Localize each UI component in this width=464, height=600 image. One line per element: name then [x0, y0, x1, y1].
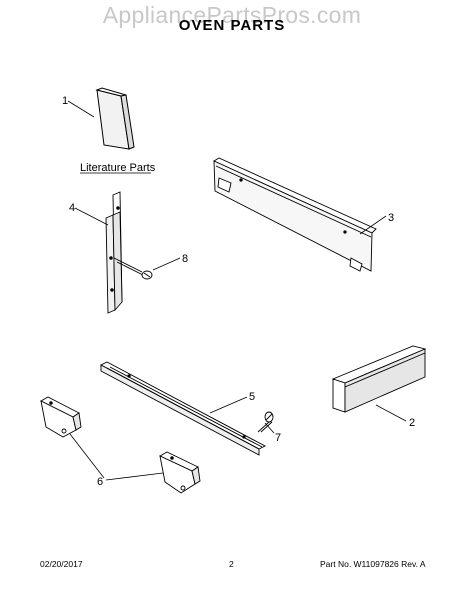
- callout-2: 2: [375, 404, 415, 429]
- part-1-literature-booklet: [95, 87, 135, 150]
- footer-page-number: 2: [229, 559, 234, 569]
- literature-parts-label: Literature Parts: [80, 162, 156, 174]
- part-5-channel: [100, 361, 266, 456]
- callout-1: 1: [62, 95, 95, 118]
- callout-5: 5: [209, 391, 255, 414]
- callout-8: 8: [152, 253, 188, 271]
- part-3-rail: [213, 157, 377, 272]
- callout-7: 7: [264, 422, 281, 444]
- svg-text:5: 5: [249, 391, 255, 403]
- part-7-screw: [257, 411, 274, 433]
- watermark: AppliancePartsPros.com: [102, 2, 362, 28]
- svg-text:4: 4: [69, 202, 75, 214]
- callout-3: 3: [359, 212, 394, 235]
- callout-4: 4: [69, 202, 109, 226]
- svg-text:8: 8: [182, 253, 188, 265]
- part-4-bracket: [105, 191, 123, 314]
- part-8-screw: [113, 257, 153, 280]
- svg-text:1: 1: [62, 95, 68, 107]
- part-6-bracket-upper: [40, 396, 82, 438]
- svg-text:3: 3: [388, 212, 394, 224]
- svg-text:6: 6: [97, 476, 103, 488]
- part-2-block: [331, 345, 427, 413]
- part-6-bracket-lower: [159, 451, 201, 494]
- footer-date: 02/20/2017: [40, 559, 83, 569]
- footer-part-number: Part No. W11097826 Rev. A: [320, 559, 426, 569]
- svg-text:2: 2: [409, 417, 415, 429]
- svg-text:7: 7: [275, 432, 281, 444]
- page-title: OVEN PARTS: [178, 17, 286, 34]
- callout-6: 6: [69, 433, 164, 488]
